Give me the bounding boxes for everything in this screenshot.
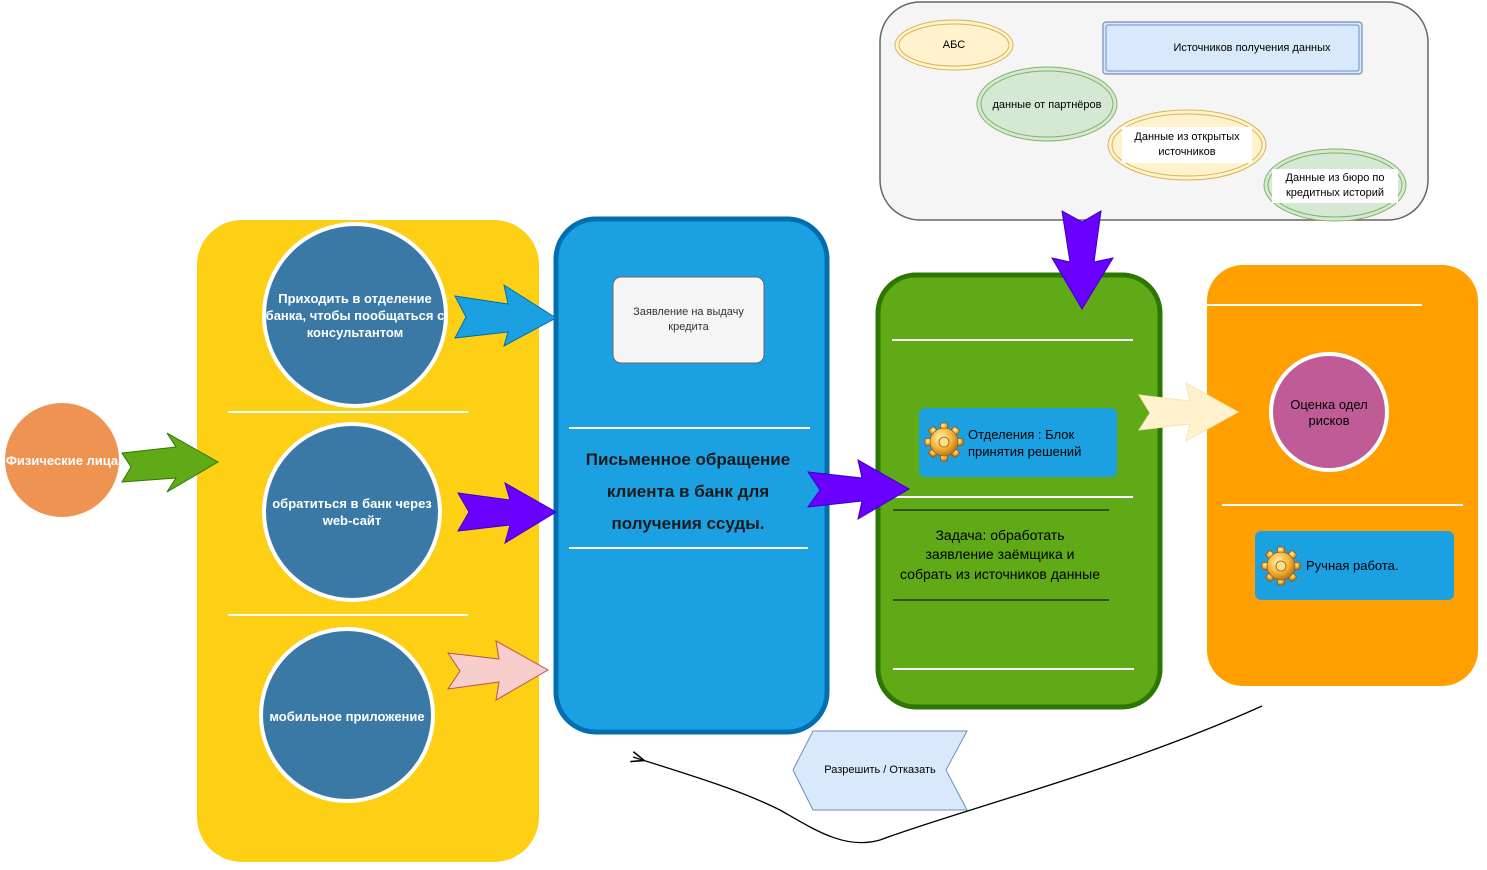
sources-header-box (1102, 21, 1363, 75)
gear-icon (924, 422, 964, 462)
arrow-channel-web (457, 481, 557, 545)
gear-icon (1261, 546, 1301, 586)
decision-unit-box (919, 408, 1117, 477)
arrow-channel-mobile (446, 640, 550, 701)
customer-label: Физические лица (5, 452, 119, 468)
channel-circle (259, 627, 435, 803)
manual-work-label: Ручная работа. (1306, 557, 1399, 573)
source-ellipse (898, 23, 1010, 67)
application-title: Письменное обращение клиента в банк для … (585, 450, 791, 533)
source-ellipse (894, 19, 1014, 71)
arrow-customer-to-channels (121, 432, 219, 493)
channel-label-mobile: мобильное приложение (269, 708, 425, 724)
source-ellipse (1111, 113, 1263, 177)
channel-label-branch: Приходить в отделение банка, чтобы пообщ… (265, 290, 445, 340)
feedback-connector (633, 705, 1263, 844)
risk-dept-node (1269, 352, 1389, 472)
arrow-sources-to-decision (1050, 210, 1115, 310)
feedback-label: Разрешить / Отказать (824, 764, 936, 776)
sources-header-box (1105, 24, 1360, 72)
source-text-bg (1122, 127, 1252, 163)
risk-dept-label: Оценка одел рисков (1290, 397, 1368, 428)
arrow-application-to-decision (806, 459, 910, 521)
source-text-bg (1272, 169, 1398, 203)
manual-work-box (1255, 531, 1454, 600)
source-ellipse (976, 66, 1118, 142)
channel-label-web: обратиться в банк через web-сайт (272, 496, 432, 528)
decision-task-label: Задача: обработать заявление заёмщика и … (900, 526, 1101, 582)
channel-circle (262, 222, 448, 408)
source-ellipse (1267, 152, 1403, 218)
source-label-bureau: Данные из бюро по кредитных историй (1285, 172, 1385, 199)
channel-circle (262, 422, 442, 602)
decision-unit-label: Отделения : Блок принятия решений (968, 427, 1082, 459)
source-label-open: Данные из открытых источников (1134, 131, 1240, 158)
source-ellipse (980, 70, 1114, 138)
application-card-label: Заявление на выдачу кредита (633, 306, 744, 333)
sources-header-label: Источников получения данных (1173, 42, 1331, 54)
application-card (612, 276, 765, 364)
arrow-decision-to-risk (1138, 382, 1240, 442)
source-label-abs: АБС (942, 39, 966, 51)
source-label-partners: данные от партнёров (992, 99, 1102, 111)
arrow-channel-branch (454, 283, 557, 348)
customer-node (5, 403, 119, 517)
feedback-shape (792, 730, 968, 811)
risk-lane (1207, 265, 1478, 686)
